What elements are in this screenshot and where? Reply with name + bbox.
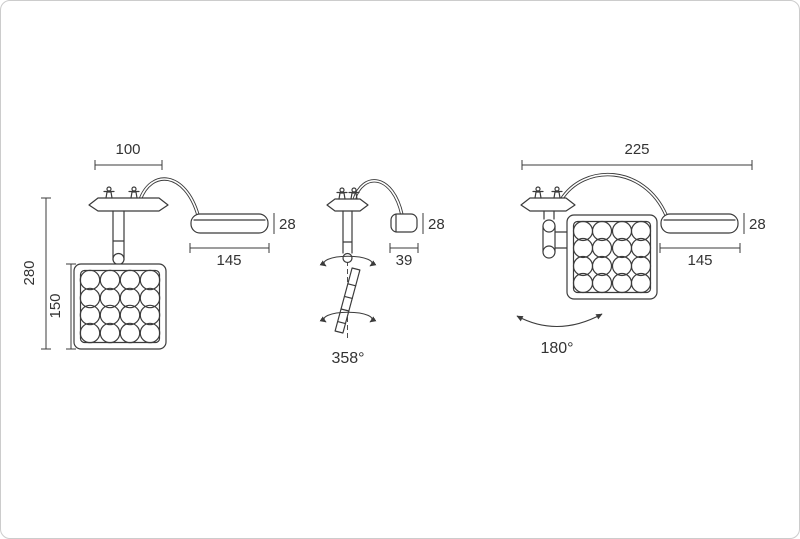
- dim-canopy-width: 100: [94, 141, 163, 170]
- dim-label-driver-length: 145: [216, 252, 241, 269]
- dim-driver-height-side: 28: [422, 213, 445, 234]
- rotation-arrow-lower: [319, 311, 377, 323]
- cable-tilt: [559, 172, 668, 217]
- dim-overall-height: 280: [21, 197, 51, 350]
- head-tilt: [566, 214, 658, 300]
- lens-grid: [79, 269, 161, 344]
- dim-label-canopy-width: 100: [115, 141, 140, 158]
- rotation-angle-label: 358°: [331, 350, 364, 367]
- dim-driver-height-tilt: 28: [743, 213, 766, 234]
- tilt-view: 225 28 145 180°: [516, 141, 766, 357]
- dim-driver-depth: 39: [389, 243, 419, 269]
- driver-front: [190, 213, 269, 234]
- dim-label-driver-height-side: 28: [428, 216, 445, 233]
- tilt-arrow: [516, 313, 603, 327]
- head-front: [73, 263, 167, 350]
- dim-head-height: 150: [47, 263, 76, 350]
- dim-label-head-height: 150: [47, 293, 64, 318]
- front-view: 100 280 150 145 28: [21, 141, 296, 350]
- stem-front: [112, 210, 125, 266]
- dim-label-overall-height: 280: [21, 260, 38, 285]
- dim-driver-length-tilt: 145: [659, 243, 741, 269]
- rotation-arrow-upper: [319, 255, 377, 267]
- canopy-side: [326, 187, 369, 212]
- pivot-bracket: [542, 210, 568, 259]
- knob: [103, 186, 115, 199]
- lens-grid: [572, 220, 652, 294]
- dim-overall-width: 225: [521, 141, 753, 170]
- knob: [348, 187, 360, 200]
- cable-front: [138, 177, 200, 217]
- knob: [532, 186, 544, 199]
- canopy-front: [88, 186, 169, 212]
- dim-driver-height: 28: [273, 213, 296, 234]
- dim-label-driver-length-tilt: 145: [687, 252, 712, 269]
- tilt-angle-label: 180°: [540, 340, 573, 357]
- knob: [128, 186, 140, 199]
- knob: [551, 186, 563, 199]
- dim-label-overall-width: 225: [624, 141, 649, 158]
- dim-label-driver-depth: 39: [396, 252, 413, 269]
- dim-label-driver-height: 28: [279, 216, 296, 233]
- canopy-tilt: [520, 186, 576, 212]
- driver-side: [390, 213, 418, 233]
- dim-driver-length: 145: [189, 243, 270, 269]
- side-view: 28 39 358°: [319, 179, 445, 367]
- dim-label-driver-height-tilt: 28: [749, 216, 766, 233]
- driver-tilt: [660, 213, 739, 234]
- knob: [336, 187, 348, 200]
